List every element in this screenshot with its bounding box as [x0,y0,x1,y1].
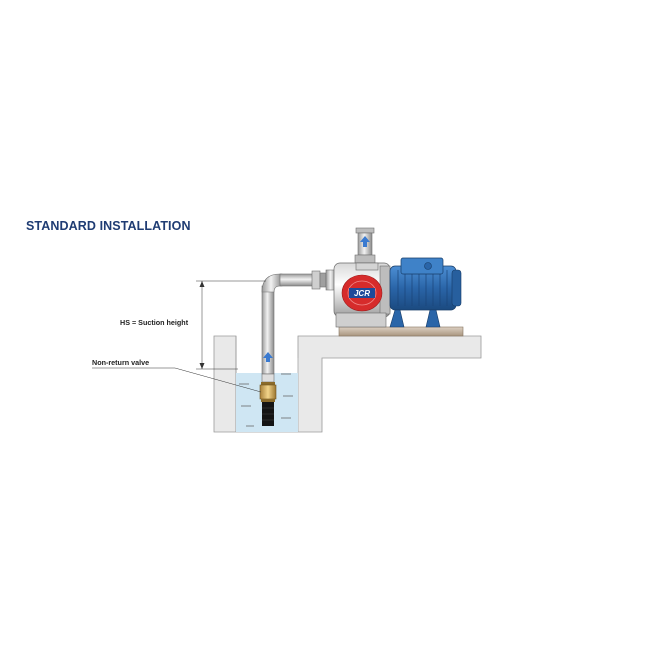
pump-logo-badge: JCR [341,274,383,312]
suction-height-dimension [196,280,266,370]
suction-pipe [261,273,315,383]
pump-logo: JCR [354,289,370,298]
valve-leader-line [92,367,262,393]
pump-base [338,326,464,337]
inlet-fitting [311,269,337,291]
page-title: STANDARD INSTALLATION [26,219,191,233]
suction-height-label: HS = Suction height [120,318,189,327]
non-return-valve [259,382,277,426]
non-return-valve-label: Non-return valve [92,358,149,367]
motor [389,257,462,328]
discharge-pipe [354,227,376,264]
